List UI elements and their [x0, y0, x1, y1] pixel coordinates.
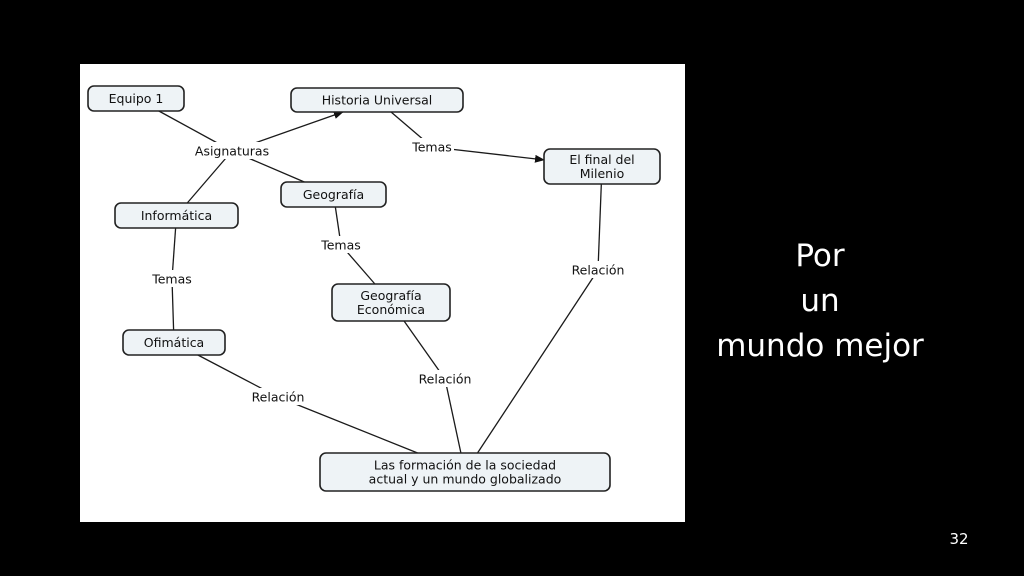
link-label-background — [319, 236, 363, 253]
edges-layer — [158, 110, 602, 454]
edge-relacion_geo_eco-to-sociedad — [444, 378, 462, 454]
edge-relacion_ofimatica-to-sociedad — [277, 396, 418, 454]
link-label-text: Asignaturas — [195, 144, 269, 159]
node-geografia: Geografía — [280, 181, 387, 208]
node-label-line: Ofimática — [144, 335, 204, 350]
link-label-background — [244, 388, 312, 405]
link-label-background — [564, 261, 632, 278]
node-label-line: actual y un mundo globalizado — [369, 472, 562, 487]
node-box — [114, 202, 239, 229]
edge-relacion_final-to-sociedad — [476, 269, 599, 454]
node-label-line: Geografía — [303, 187, 364, 202]
page-number: 32 — [949, 530, 969, 548]
title-line: un — [800, 283, 840, 319]
link-label-text: Relación — [419, 372, 472, 387]
nodes-layer: Equipo 1 Historia Universal El final delMi… — [87, 85, 661, 492]
node-label-line: Historia Universal — [322, 93, 433, 108]
link-label-background — [410, 138, 454, 155]
node-label-line: Económica — [357, 302, 425, 317]
link-label-relacion_ofimatica: Relación — [244, 388, 312, 405]
node-box — [319, 452, 611, 492]
edge-geo_eco-to-relacion_geo_eco — [403, 320, 446, 380]
link-label-background — [187, 142, 277, 159]
link-label-text: Temas — [151, 272, 192, 287]
link-label-asignaturas: Asignaturas — [187, 142, 277, 159]
edge-asignaturas-to-informatica — [186, 150, 233, 204]
node-label-line: Informática — [141, 208, 212, 223]
link-label-relacion_final: Relación — [564, 261, 632, 278]
node-historia: Historia Universal — [290, 87, 464, 113]
node-box — [331, 283, 451, 322]
title-line: Por — [795, 238, 845, 274]
link-label-temas_historia: Temas — [410, 138, 454, 155]
link-label-text: Relación — [252, 390, 305, 405]
node-ofimatica: Ofimática — [122, 329, 226, 356]
slide-title: Por un mundo mejor — [640, 234, 1000, 369]
node-informatica: Informática — [114, 202, 239, 229]
node-box — [280, 181, 387, 208]
node-box — [87, 85, 185, 112]
link-label-background — [411, 370, 479, 387]
edge-temas_informatica-to-ofimatica — [171, 278, 175, 331]
node-equipo: Equipo 1 — [87, 85, 185, 112]
link-label-text: Relación — [572, 263, 625, 278]
node-label-line: Equipo 1 — [109, 91, 164, 106]
link-label-temas_geografia: Temas — [319, 236, 363, 253]
node-label-line: El final del — [569, 152, 634, 167]
link-label-temas_informatica: Temas — [150, 270, 194, 287]
link-label-relacion_geo_eco: Relación — [411, 370, 479, 387]
node-box — [122, 329, 226, 356]
link-label-background — [150, 270, 194, 287]
node-box — [543, 148, 661, 185]
edge-final-to-relacion_final — [597, 183, 602, 271]
title-line: mundo mejor — [716, 328, 924, 364]
link-label-text: Temas — [411, 140, 452, 155]
link-label-text: Temas — [320, 238, 361, 253]
node-label-line: Milenio — [580, 166, 624, 181]
node-label-line: Geografía — [360, 288, 421, 303]
node-box — [290, 87, 464, 113]
node-label-line: Las formación de la sociedad — [374, 458, 556, 473]
